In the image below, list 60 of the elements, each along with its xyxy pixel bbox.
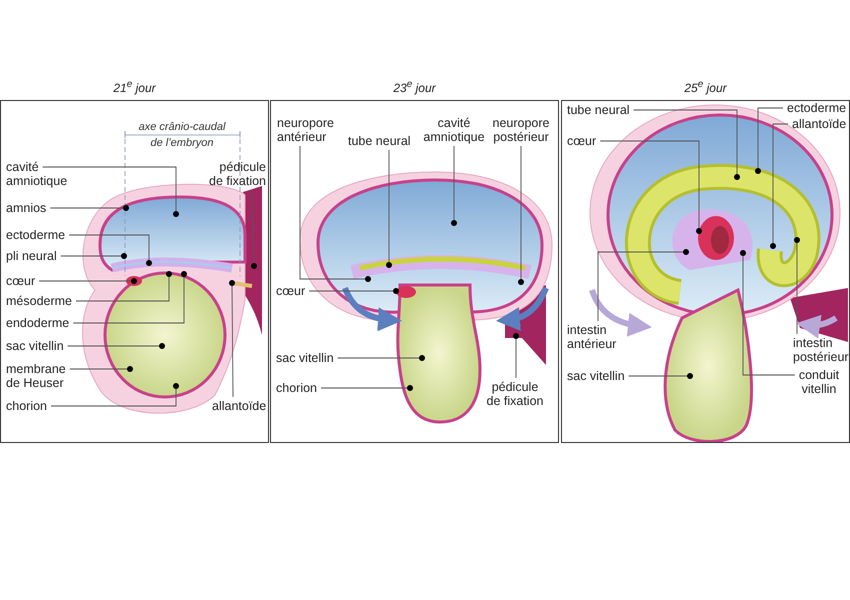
leader-line [320,385,413,391]
leader-line [68,234,152,266]
leader-line [72,271,187,324]
structure-label: tube neural [567,103,630,117]
leader-line [386,150,392,268]
leader-line [60,253,127,259]
structure-label: pli neural [6,249,57,263]
structure-label: cœur [6,274,36,288]
structure-label: intestin postérieur [793,336,850,364]
panel-title: 21$^{e}$ jour [113,79,156,95]
leader-line [337,355,425,361]
leader-line [755,108,784,174]
structure-label: intestin antérieur [567,323,629,351]
structure-label: allantoïde [212,399,266,413]
leader-line [518,146,524,285]
leader-line [770,124,788,249]
leader-line [740,250,796,376]
structure-label: chorion [6,399,47,413]
structure-label: neuropore antérieur [277,116,343,144]
structure-label: pédicule de fixation [484,380,546,408]
leader-line [628,373,693,379]
structure-label: amnios [6,201,46,215]
leader-line [229,280,235,398]
leader-line [76,271,172,302]
leader-line [251,190,257,269]
structure-label: sac vitellin [6,339,64,353]
structure-label: cœur [276,284,306,298]
leader-line [598,249,689,322]
leader-line [600,140,702,234]
structure-label: pédicule de fixation [204,160,266,188]
structure-label: ectoderme [6,228,66,242]
leader-line [300,146,371,282]
structure-label: cavité amniotique [6,160,76,188]
leader-line [69,366,133,372]
leader-line [633,110,740,180]
structure-label: tube neural [348,134,411,148]
structure-label: membrane de Heuser [6,362,72,390]
structure-label: allantoïde [792,117,846,131]
structure-label: chorion [276,381,317,395]
structure-label: sac vitellin [567,369,625,383]
leader-line [50,383,179,406]
structure-label: sac vitellin [276,351,334,365]
leader-line [67,343,165,349]
panel-title: 23$^{e}$ jour [393,79,436,95]
axis-label: axe crânio-caudal de l’embryon [138,120,227,151]
leader-line [38,278,137,284]
structure-label: cœur [567,134,596,148]
structure-label: mésoderme [6,294,72,308]
leader-line [308,288,399,294]
panel-title: 25$^{e}$ jour [684,79,727,95]
structure-label: endoderme [6,316,70,330]
leader-line [42,166,179,217]
leader-line [451,146,457,226]
leader-line [794,237,800,334]
structure-label: neuropore postérieur [488,116,554,144]
structure-label: ectoderme [787,101,846,115]
structure-label: cavité amniotique [419,116,489,144]
structure-label: conduit vitellin [793,368,845,396]
leader-line [50,205,129,211]
leader-line [513,333,519,378]
